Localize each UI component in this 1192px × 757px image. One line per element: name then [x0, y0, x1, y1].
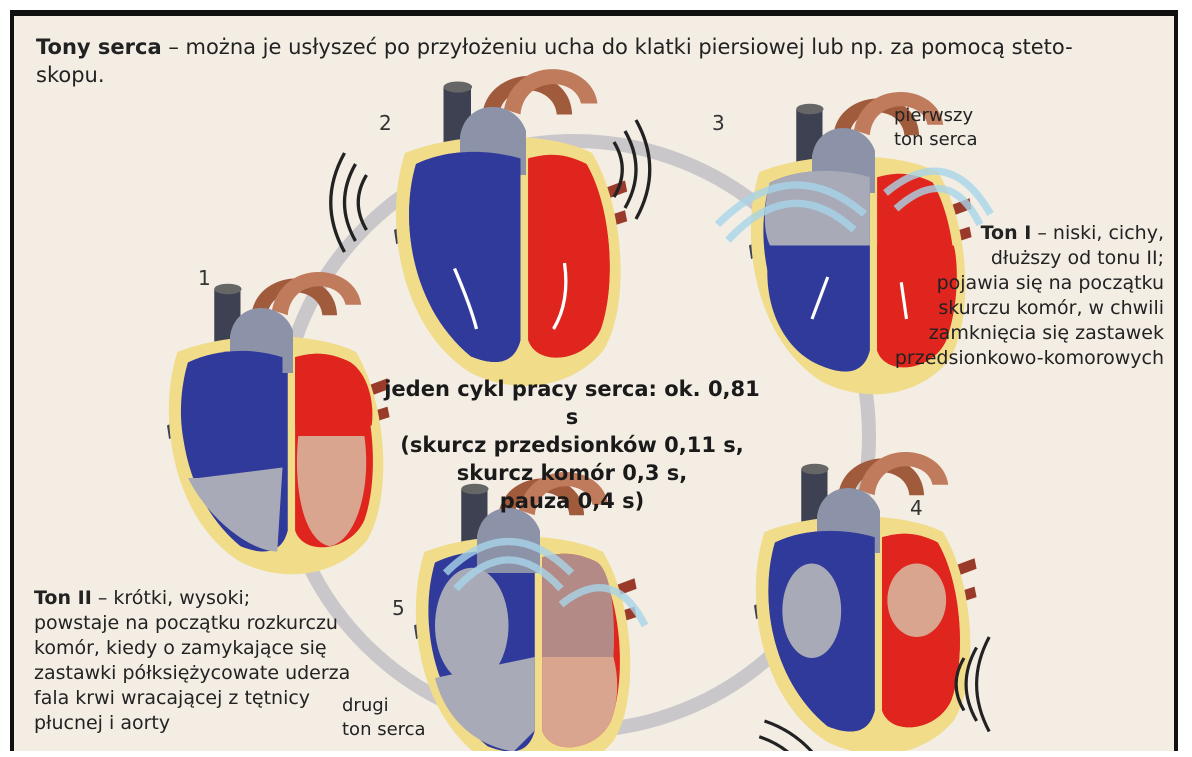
ton2-line4: zastawki półksiężycowate uderza: [34, 661, 379, 686]
ton1-line2: dłuższy od tonu II;: [884, 246, 1164, 271]
stage-number-1: 1: [198, 266, 211, 290]
ton1-line1: – niski, cichy,: [1031, 222, 1164, 244]
heart-stage-1: [167, 272, 390, 574]
ton2-line3: komór, kiedy o zamykające się: [34, 636, 379, 661]
first-sound-line2: ton serca: [894, 129, 978, 150]
ton1-line4: skurczu komór, w chwili: [884, 296, 1164, 321]
ton1-line5: zamknięcia się zastawek: [884, 321, 1164, 346]
ton2-bold: Ton II: [34, 587, 92, 609]
ton1-bold: Ton I: [981, 222, 1032, 244]
cycle-line3: skurcz komór 0,3 s,: [382, 460, 762, 488]
stage-number-2: 2: [379, 111, 392, 135]
stage-number-4: 4: [910, 496, 923, 520]
ton2-line6: płucnej i aorty: [34, 711, 379, 736]
cycle-line2: (skurcz przedsionków 0,11 s,: [382, 432, 762, 460]
first-sound-line1: pierwszy: [894, 105, 973, 126]
first-sound-label: pierwszy ton serca: [894, 104, 978, 152]
ton2-line5: fala krwi wracającej z tętnicy: [34, 686, 379, 711]
stage-number-3: 3: [712, 111, 725, 135]
ton2-line1: – krótki, wysoki;: [92, 587, 250, 609]
stage-number-5: 5: [392, 596, 405, 620]
cycle-line1: jeden cykl pracy serca: ok. 0,81 s: [382, 376, 762, 432]
cycle-line4: pauza 0,4 s): [382, 488, 762, 516]
heart-stage-4: [754, 452, 989, 751]
ton1-line3: pojawia się na początku: [884, 271, 1164, 296]
diagram-frame: Tony serca – można je usłyszeć po przyło…: [10, 10, 1178, 751]
ton1-line6: przedsionkowo-komorowych: [884, 346, 1164, 371]
cycle-info: jeden cykl pracy serca: ok. 0,81 s (skur…: [382, 376, 762, 516]
ton1-description: Ton I – niski, cichy, dłuższy od tonu II…: [884, 221, 1164, 371]
ton2-description: Ton II – krótki, wysoki; powstaje na poc…: [34, 586, 379, 736]
ton2-line2: powstaje na początku rozkurczu: [34, 611, 379, 636]
